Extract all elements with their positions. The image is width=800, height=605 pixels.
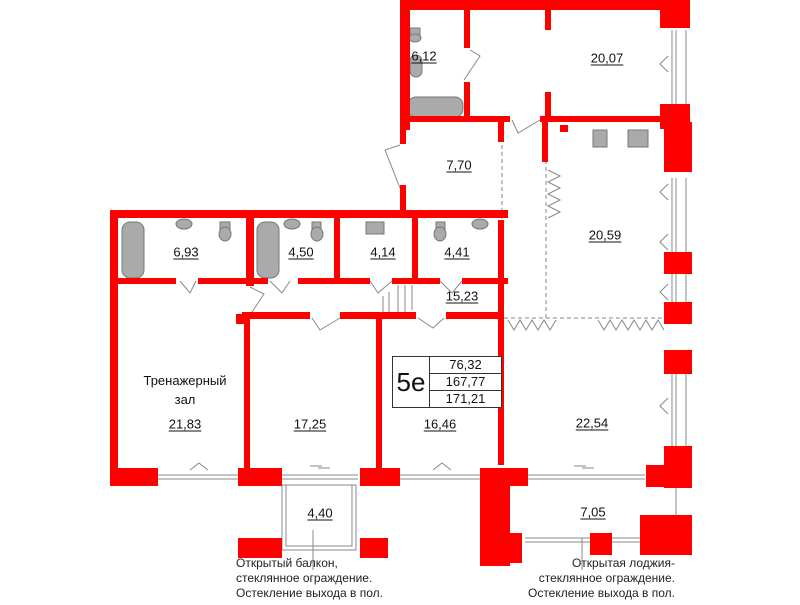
room-area-kitchen: 20,59 [588,227,622,243]
apartment-type: 5е [396,366,426,397]
room-area-living: 22,54 [575,415,609,431]
room-area-bath-2: 4,50 [288,244,314,260]
room-area-balcony: 4,40 [307,505,333,521]
room-area-hall: 15,23 [445,288,479,304]
room-area-laundry: 4,14 [370,244,396,260]
room-area-bedroom-1: 17,25 [293,416,327,432]
total-area: 167,77 [430,374,501,391]
room-area-wc: 4,41 [444,244,470,260]
room-area-bath-top: 6,12 [411,48,437,64]
apartment-badge: 5е 76,32 167,77 171,21 [392,356,502,408]
room-area-wardrobe: 7,70 [446,157,472,173]
loggia-note: Открытая лоджия- стеклянное ограждение. … [527,556,675,600]
room-name-gym: Тренажерный зал [143,373,227,407]
living-area: 76,32 [430,357,501,374]
balcony-note: Открытый балкон, стеклянное ограждение. … [236,556,384,600]
total-area-with-balconies: 171,21 [445,391,486,406]
room-area-loggia: 7,05 [580,504,606,520]
room-area-bedroom-top: 20,07 [590,50,624,66]
room-area-bath-1: 6,93 [173,244,199,260]
room-area-gym: 21,83 [168,416,202,432]
room-area-bedroom-2: 16,46 [423,416,457,432]
